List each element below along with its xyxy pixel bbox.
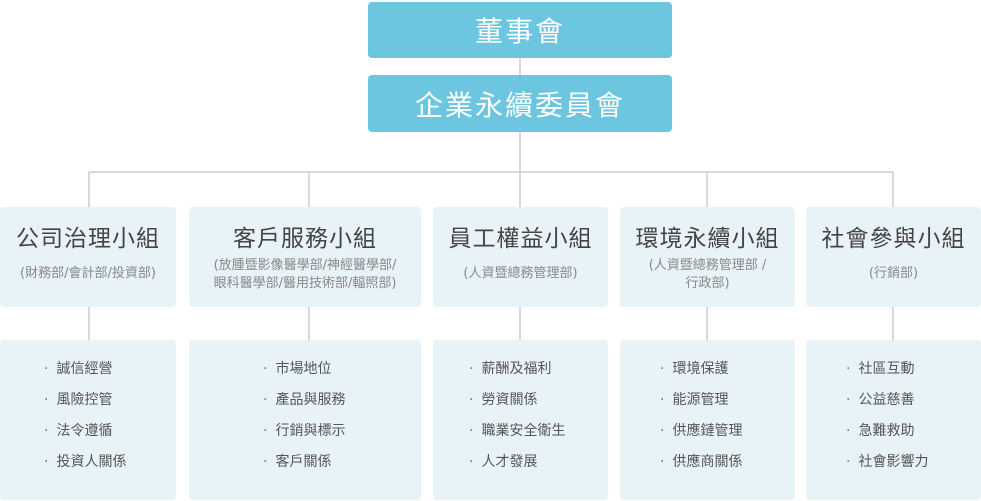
list-item: ·薪酬及福利 xyxy=(469,361,552,377)
sustainability-committee-box: 企業永續委員會 xyxy=(368,75,672,132)
dept-line: 眼科醫學部/醫用技術部/輻照部) xyxy=(213,276,397,291)
list-item: ·職業安全衛生 xyxy=(469,423,566,439)
group-name: 社會參與小組 xyxy=(821,226,966,252)
list-item: ·客戶關係 xyxy=(263,454,332,470)
dept-line: (人資暨總務管理部 / xyxy=(648,258,767,273)
list-item: ·能源管理 xyxy=(660,392,729,408)
group-environment: 環境永續小組 (人資暨總務管理部 / 行政部) xyxy=(620,207,795,307)
group-social: 社會參與小組 (行銷部) xyxy=(806,207,981,307)
list-item: ·急難救助 xyxy=(846,423,915,439)
items-environment: ·環境保護 ·能源管理 ·供應鏈管理 ·供應商關係 xyxy=(620,340,795,500)
dept-line: (人資暨總務管理部) xyxy=(463,266,578,281)
list-item: ·公益慈善 xyxy=(846,392,915,408)
dept-line: (放腫暨影像醫學部/神經醫學部/ xyxy=(213,258,397,273)
committee-label: 企業永續委員會 xyxy=(414,88,625,122)
dept-line: (行銷部) xyxy=(868,266,919,281)
list-item: ·投資人關係 xyxy=(44,454,127,470)
group-departments: (財務部/會計部/投資部) xyxy=(6,265,170,283)
dept-line: (財務部/會計部/投資部) xyxy=(20,266,156,281)
group-governance: 公司治理小組 (財務部/會計部/投資部) xyxy=(0,207,176,307)
board-label: 董事會 xyxy=(474,15,565,48)
list-item: ·法令遵循 xyxy=(44,423,113,439)
group-departments: (放腫暨影像醫學部/神經醫學部/ 眼科醫學部/醫用技術部/輻照部) xyxy=(195,257,415,293)
list-item: ·產品與服務 xyxy=(263,392,346,408)
group-name: 客戶服務小組 xyxy=(233,226,377,252)
items-customer-service: ·市場地位 ·產品與服務 ·行銷與標示 ·客戶關係 xyxy=(189,340,421,500)
group-departments: (行銷部) xyxy=(812,265,975,283)
list-item: ·市場地位 xyxy=(263,361,332,377)
list-item: ·人才發展 xyxy=(469,454,538,470)
items-governance: ·誠信經營 ·風險控管 ·法令遵循 ·投資人關係 xyxy=(0,340,176,500)
list-item: ·社會影響力 xyxy=(846,454,929,470)
items-social: ·社區互動 ·公益慈善 ·急難救助 ·社會影響力 xyxy=(806,340,981,500)
group-departments: (人資暨總務管理部) xyxy=(439,265,602,283)
group-customer-service: 客戶服務小組 (放腫暨影像醫學部/神經醫學部/ 眼科醫學部/醫用技術部/輻照部) xyxy=(189,207,421,307)
board-box: 董事會 xyxy=(368,2,672,58)
list-item: ·環境保護 xyxy=(660,361,729,377)
group-name: 公司治理小組 xyxy=(16,226,160,252)
list-item: ·勞資關係 xyxy=(469,392,538,408)
list-item: ·行銷與標示 xyxy=(263,423,346,439)
group-employee-rights: 員工權益小組 (人資暨總務管理部) xyxy=(433,207,608,307)
group-departments: (人資暨總務管理部 / 行政部) xyxy=(626,257,789,293)
dept-line: 行政部) xyxy=(685,276,730,291)
items-employee-rights: ·薪酬及福利 ·勞資關係 ·職業安全衛生 ·人才發展 xyxy=(433,340,608,500)
group-name: 員工權益小組 xyxy=(448,226,593,252)
list-item: ·誠信經營 xyxy=(44,361,113,377)
list-item: ·供應商關係 xyxy=(660,454,743,470)
list-item: ·社區互動 xyxy=(846,361,915,377)
list-item: ·風險控管 xyxy=(44,392,113,408)
list-item: ·供應鏈管理 xyxy=(660,423,743,439)
group-name: 環境永續小組 xyxy=(635,226,780,252)
